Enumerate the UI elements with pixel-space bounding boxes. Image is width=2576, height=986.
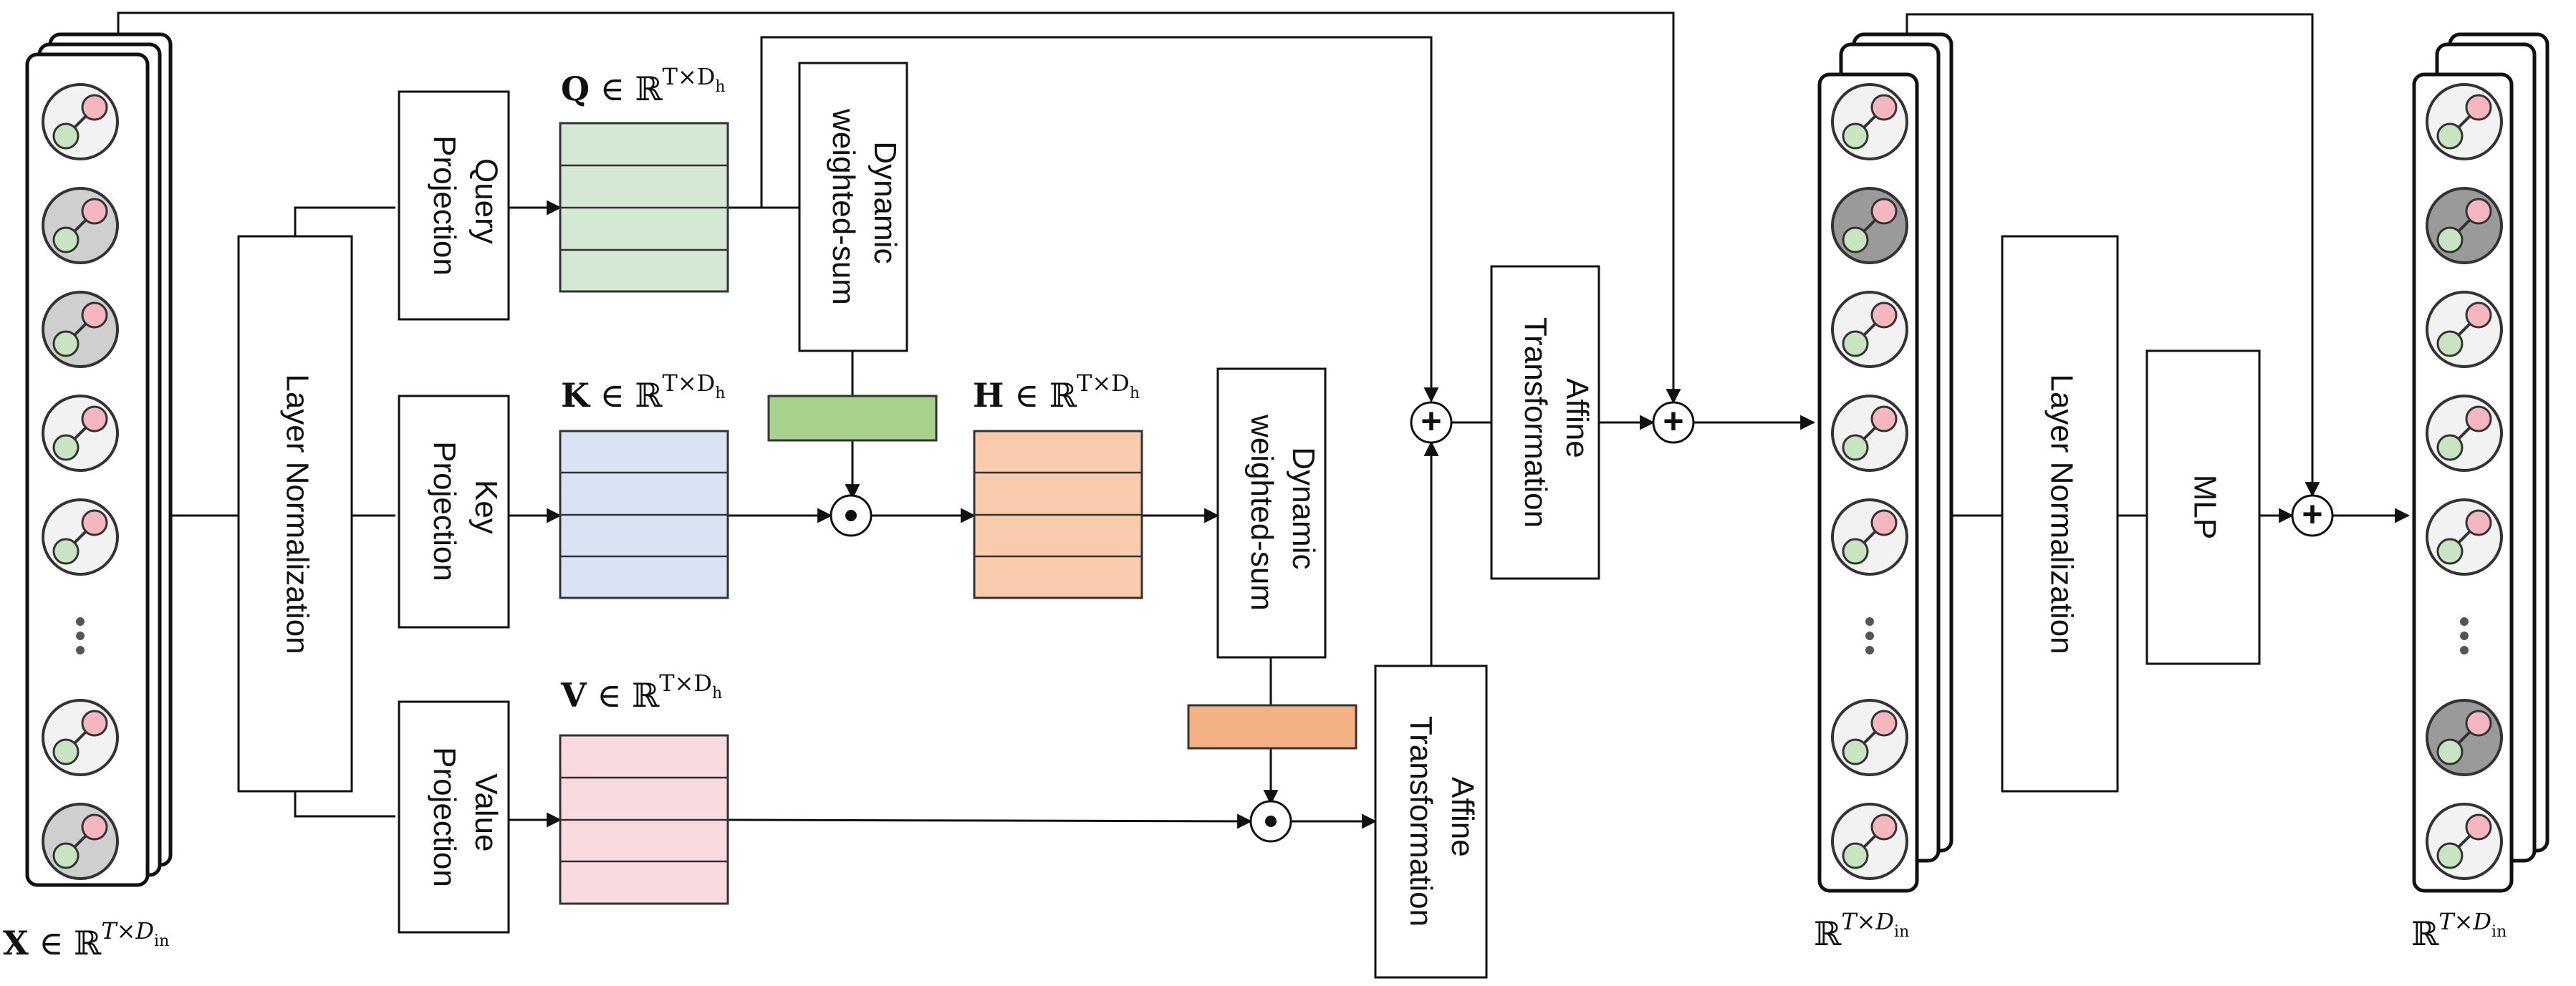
query-projection-label-1: Query	[468, 158, 504, 244]
affine-1-label-2: Transformation	[1518, 317, 1553, 528]
token	[1831, 699, 1908, 776]
key-projection: Key Projection	[398, 395, 510, 629]
token	[2426, 83, 2503, 160]
add-operator-3-symbol: +	[2302, 494, 2322, 534]
dynamic-sum-1-label-2: weighted-sum	[826, 108, 861, 305]
svg-text:Value Projection: Value Projection	[427, 747, 504, 887]
middle-token-column	[1831, 83, 1908, 880]
orange-gate-vector	[1187, 704, 1357, 750]
ellipsis-icon	[2460, 617, 2469, 654]
token	[2426, 699, 2503, 776]
connection-wires	[117, 11, 2411, 829]
key-projection-label-1: Key	[468, 480, 504, 534]
svg-text:Query Projection: Query Projection	[427, 135, 504, 276]
final-token-column	[2426, 83, 2503, 880]
dynamic-sum-2-label-1: Dynamic	[1286, 447, 1321, 569]
token	[2426, 395, 2503, 472]
token	[42, 395, 119, 472]
svg-text:Key Projection: Key Projection	[427, 441, 504, 581]
layer-norm-1-label: Layer Normalization	[279, 374, 314, 654]
token	[42, 498, 119, 576]
token	[42, 83, 119, 160]
mlp-label: MLP	[2187, 475, 2222, 539]
middle-output-label: ℝT×Din	[1814, 908, 1909, 953]
add-operator-3: +	[2291, 494, 2334, 537]
input-token-stack	[25, 32, 173, 887]
v-matrix: V ∈ ℝT×Dh	[559, 670, 729, 905]
token	[2426, 291, 2503, 368]
add-operator-2: +	[1652, 401, 1695, 444]
final-output-stack	[2412, 32, 2549, 893]
token	[2426, 187, 2503, 264]
h-matrix-label: H ∈ ℝT×Dh	[973, 369, 1140, 415]
token	[42, 187, 119, 264]
affine-1-label-1: Affine	[1559, 378, 1595, 458]
dynamic-weighted-sum-1: Dynamic weighted-sum	[798, 62, 908, 352]
token	[1831, 498, 1908, 576]
svg-text:Dynamic weighted-sum: Dynamic weighted-sum	[826, 108, 903, 305]
k-matrix-label: K ∈ ℝT×Dh	[561, 369, 726, 415]
affine-2-label-2: Transformation	[1403, 716, 1438, 927]
dynamic-weighted-sum-2: Dynamic weighted-sum	[1216, 367, 1327, 659]
key-projection-label-2: Projection	[427, 441, 462, 581]
q-matrix-label: Q ∈ ℝT×Dh	[561, 63, 726, 108]
final-output-label: ℝT×Din	[2411, 908, 2507, 953]
token	[1831, 187, 1908, 264]
affine-transformation-1: Affine Transformation	[1490, 265, 1600, 580]
dynamic-sum-2-label-2: weighted-sum	[1244, 414, 1279, 611]
query-projection-label-2: Projection	[427, 135, 462, 276]
q-matrix: Q ∈ ℝT×Dh	[559, 63, 729, 293]
layer-norm-2-label: Layer Normalization	[2044, 374, 2079, 654]
ellipsis-icon	[1865, 617, 1874, 654]
multiply-operator-2	[1249, 800, 1292, 843]
middle-output-stack	[1817, 32, 1953, 893]
green-gate-vector	[767, 395, 938, 442]
svg-text:Affine Transformation: Affine Transformation	[1403, 716, 1480, 927]
value-projection-label-1: Value	[468, 773, 504, 851]
token	[2426, 498, 2503, 576]
affine-transformation-2: Affine Transformation	[1374, 664, 1488, 979]
token	[42, 699, 119, 776]
token	[1831, 291, 1908, 368]
svg-text:Dynamic weighted-sum: Dynamic weighted-sum	[1244, 414, 1321, 611]
v-matrix-label: V ∈ ℝT×Dh	[560, 670, 722, 715]
multiply-operator-1	[830, 494, 873, 537]
add-operator-2-symbol: +	[1663, 401, 1683, 441]
layer-norm-2: Layer Normalization	[2001, 235, 2119, 793]
token	[2426, 803, 2503, 880]
svg-text:Affine Transformation: Affine Transformation	[1518, 317, 1595, 528]
dynamic-sum-1-label-1: Dynamic	[868, 141, 903, 264]
token	[1831, 395, 1908, 472]
mlp-block: MLP	[2145, 349, 2261, 665]
value-projection-label-2: Projection	[427, 747, 462, 887]
h-matrix: H ∈ ℝT×Dh	[973, 369, 1143, 599]
input-label: X ∈ ℝT×Din	[3, 917, 169, 962]
value-projection: Value Projection	[398, 700, 510, 934]
layer-norm-1: Layer Normalization	[237, 235, 353, 793]
token	[1831, 803, 1908, 880]
token	[42, 803, 119, 880]
ellipsis-icon	[76, 617, 85, 654]
input-token-column	[42, 83, 119, 880]
token	[42, 291, 119, 368]
token	[1831, 83, 1908, 160]
add-operator-1-symbol: +	[1421, 401, 1441, 441]
affine-2-label-1: Affine	[1445, 777, 1480, 857]
k-matrix: K ∈ ℝT×Dh	[559, 369, 729, 599]
query-projection: Query Projection	[398, 90, 510, 321]
add-operator-1: +	[1410, 401, 1453, 444]
